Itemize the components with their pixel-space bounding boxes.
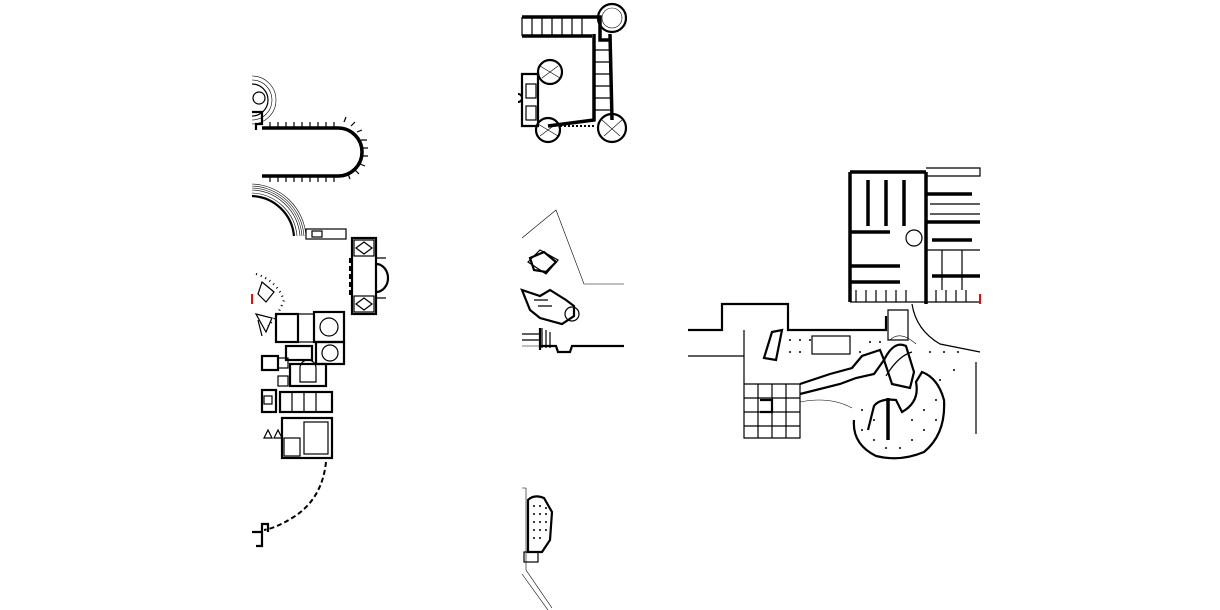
theatre-steps bbox=[251, 183, 347, 240]
apse-top bbox=[251, 75, 277, 130]
main-hall bbox=[688, 302, 888, 439]
castle-plan bbox=[517, 2, 628, 144]
chapel bbox=[349, 236, 390, 316]
right-complex-plan bbox=[688, 167, 981, 460]
parking-block bbox=[848, 167, 981, 304]
organic-courtyard bbox=[789, 303, 981, 460]
left-plan bbox=[251, 75, 390, 548]
cross-marker bbox=[252, 522, 270, 548]
middle-fragment-plan bbox=[520, 209, 624, 354]
hairpin-colonnade bbox=[262, 116, 368, 182]
room-cluster bbox=[260, 310, 346, 460]
bottom-fragment-plan bbox=[521, 487, 554, 610]
dashed-path bbox=[263, 461, 327, 531]
dotted-arc bbox=[254, 272, 286, 337]
